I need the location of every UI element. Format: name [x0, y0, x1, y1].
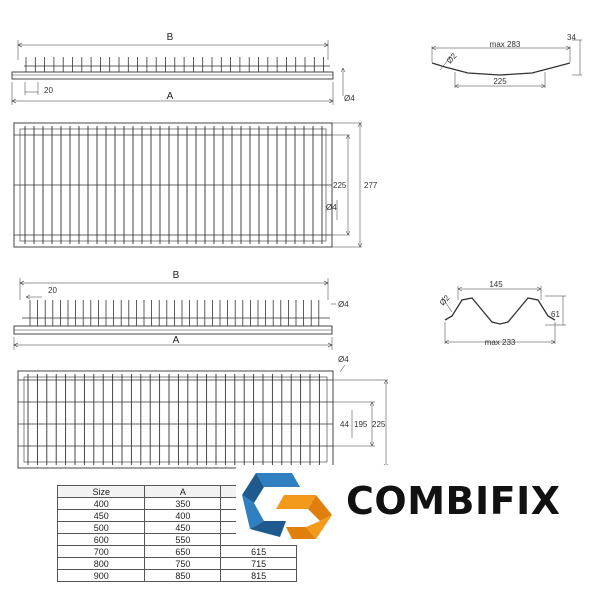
top-rack-profile — [431, 39, 582, 89]
table-cell: 450 — [144, 521, 222, 534]
bottom-rod-diameter-label: Ø4 — [338, 300, 349, 309]
top-dim-b-label: B — [167, 32, 174, 43]
table-cell: 700 — [56, 545, 146, 558]
table-cell: 815 — [220, 569, 297, 582]
table-cell: 400 — [56, 497, 146, 510]
bottom-dim-a-label: A — [173, 335, 180, 346]
top-profile-height-label: 34 — [567, 33, 576, 42]
table-cell: 350 — [144, 497, 222, 510]
top-rack-side-view — [11, 40, 346, 105]
top-profile-max-width-label: max 283 — [490, 40, 521, 49]
table-cell: 615 — [220, 545, 297, 558]
table-cell: 400 — [144, 509, 222, 522]
bottom-rack-plan-view — [17, 364, 389, 469]
bottom-plan-outer-depth-label: 225 — [372, 420, 386, 429]
bottom-plan-mid-depth-label: 195 — [354, 420, 368, 429]
top-plan-rod-diameter-label: Ø4 — [326, 203, 337, 212]
table-row: 800 750 715 — [56, 557, 297, 570]
bottom-profile-top-width-label: 145 — [489, 280, 503, 289]
top-plan-outer-depth-label: 277 — [364, 181, 378, 190]
table-cell: 900 — [56, 569, 146, 582]
table-cell: 800 — [56, 557, 146, 570]
top-plan-inner-depth-label: 225 — [333, 181, 347, 190]
size-table-header: A — [144, 485, 222, 498]
table-cell: 850 — [144, 569, 222, 582]
bottom-rack-profile — [441, 286, 566, 345]
table-cell: 750 — [144, 557, 222, 570]
combifix-logo-icon — [242, 473, 332, 539]
bottom-profile-height-label: 61 — [551, 310, 560, 319]
table-row: 900 850 815 — [56, 569, 297, 582]
brand-banner: COMBIFIX — [236, 465, 576, 545]
bottom-plan-gap-label: 44 — [340, 420, 349, 429]
bottom-rack-side-view — [13, 278, 336, 350]
size-table-header: Size — [56, 485, 146, 498]
table-cell: 500 — [56, 521, 146, 534]
bottom-plan-rod-diameter-label: Ø4 — [338, 355, 349, 364]
table-cell: 550 — [144, 533, 222, 546]
bottom-profile-max-width-label: max 233 — [485, 338, 516, 347]
top-profile-base-label: 225 — [493, 77, 507, 86]
bottom-pitch-label: 20 — [48, 286, 57, 295]
top-profile-wire-label: Ø2 — [445, 51, 459, 65]
table-cell: 715 — [220, 557, 297, 570]
bottom-profile-wire-label: Ø2 — [438, 293, 452, 307]
top-pitch-label: 20 — [44, 86, 53, 95]
bottom-dim-b-label: B — [173, 270, 180, 281]
brand-name: COMBIFIX — [346, 479, 561, 523]
top-dim-a-label: A — [167, 91, 174, 102]
table-cell: 600 — [56, 533, 146, 546]
top-rack-plan-view — [13, 122, 363, 248]
table-row: 700 650 615 — [56, 545, 297, 558]
table-cell: 450 — [56, 509, 146, 522]
table-cell: 650 — [144, 545, 222, 558]
top-rod-diameter-label: Ø4 — [344, 94, 355, 103]
